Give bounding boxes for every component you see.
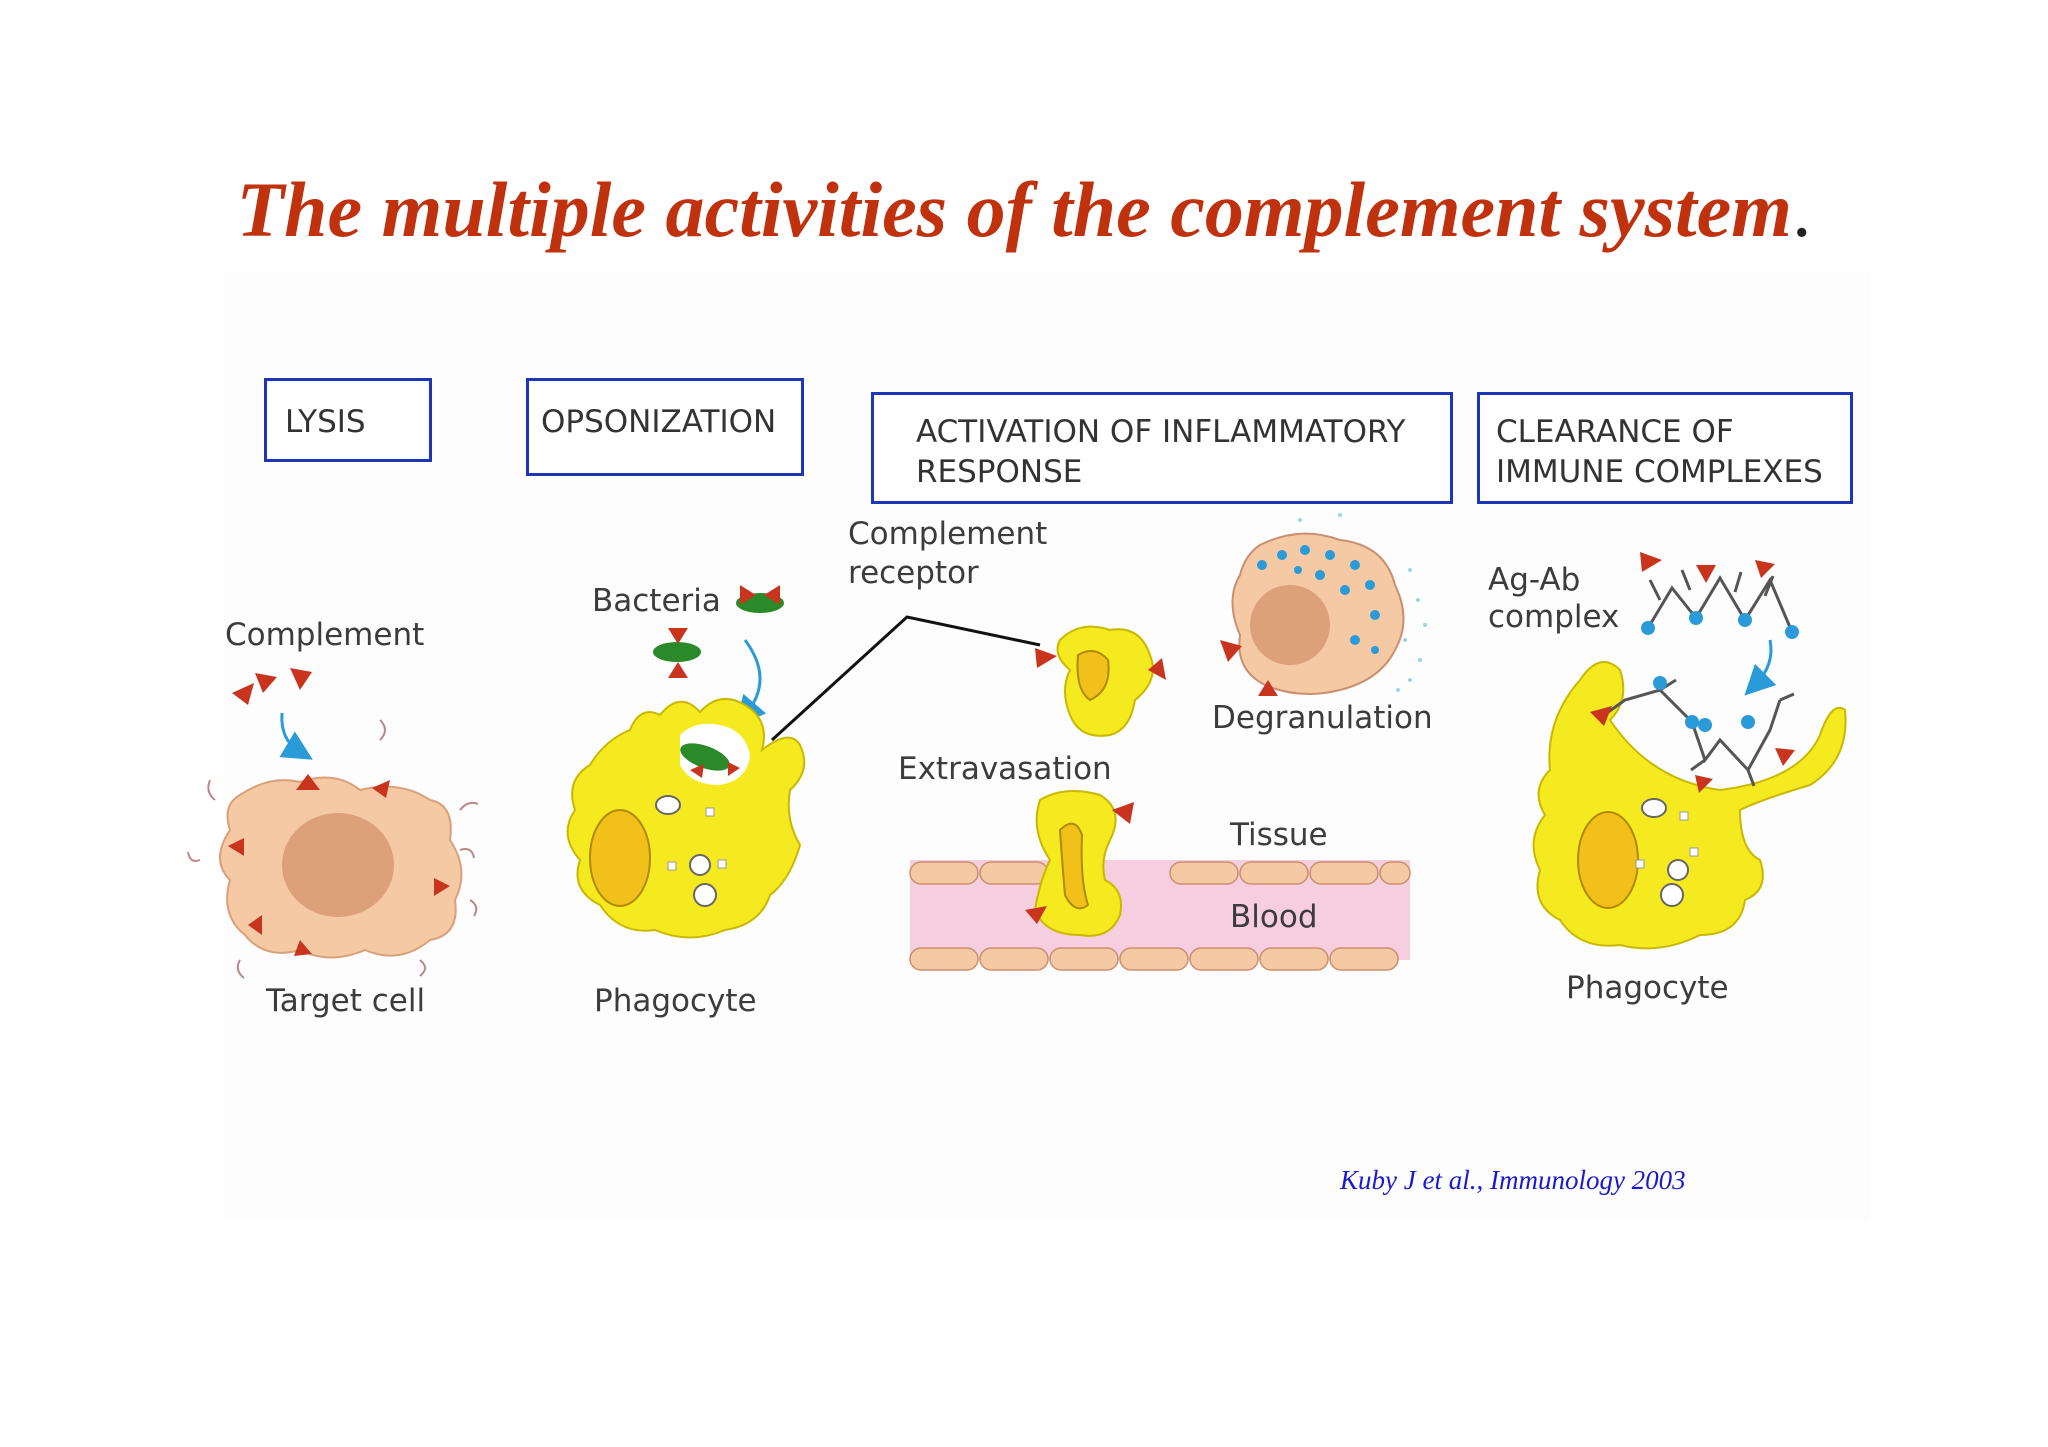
label-phagocyte-clearance: Phagocyte [1566,970,1729,1006]
label-complement: Complement [225,617,425,653]
label-phagocyte-opsonization: Phagocyte [594,983,757,1019]
page-title: The multiple activities of the complemen… [236,166,1812,253]
header-opsonization: OPSONIZATION [526,378,804,476]
header-clearance: CLEARANCE OF IMMUNE COMPLEXES [1477,392,1853,504]
phagocyte-clearance [1532,661,1847,950]
ag-ab-complex-top [1646,569,1794,633]
label-degranulation: Degranulation [1212,700,1433,736]
lysis-arrow [279,712,313,760]
label-blood: Blood [1230,899,1318,935]
bacteria-top [736,585,784,613]
ag-ab-complex-bound [1599,678,1795,787]
label-tissue: Tissue [1230,817,1328,853]
extravasating-phagocyte [1025,790,1134,937]
label-bacteria: Bacteria [592,583,721,619]
citation: Kuby J et al., Immunology 2003 [1340,1165,1686,1195]
lysis-complement-on-cell [228,774,450,956]
lysis-complement-proteins [232,668,312,705]
header-inflammatory: ACTIVATION OF INFLAMMATORY RESPONSE [871,392,1453,504]
degranulating-cell [1220,513,1427,696]
label-target-cell: Target cell [266,983,426,1019]
ag-ab-antigens-top [1640,552,1799,639]
label-complement-receptor-2: receptor [848,555,979,591]
label-extravasation: Extravasation [898,751,1112,787]
clearance-arrow [1744,639,1777,696]
header-lysis: LYSIS [264,378,432,462]
receptor-pointer-lines [770,615,1041,742]
ag-ab-antigens-bound [1590,676,1795,793]
label-ag-ab-2: complex [1488,599,1620,635]
opsonization-arrow [735,639,767,727]
phagocyte-receptor [1035,625,1166,737]
bacteria-left [653,628,701,678]
blood-vessel [909,860,1411,971]
target-cell [187,719,479,979]
phagocyte-opsonization [566,697,806,939]
label-ag-ab-1: Ag-Ab [1488,562,1581,598]
label-complement-receptor-1: Complement [848,516,1048,552]
